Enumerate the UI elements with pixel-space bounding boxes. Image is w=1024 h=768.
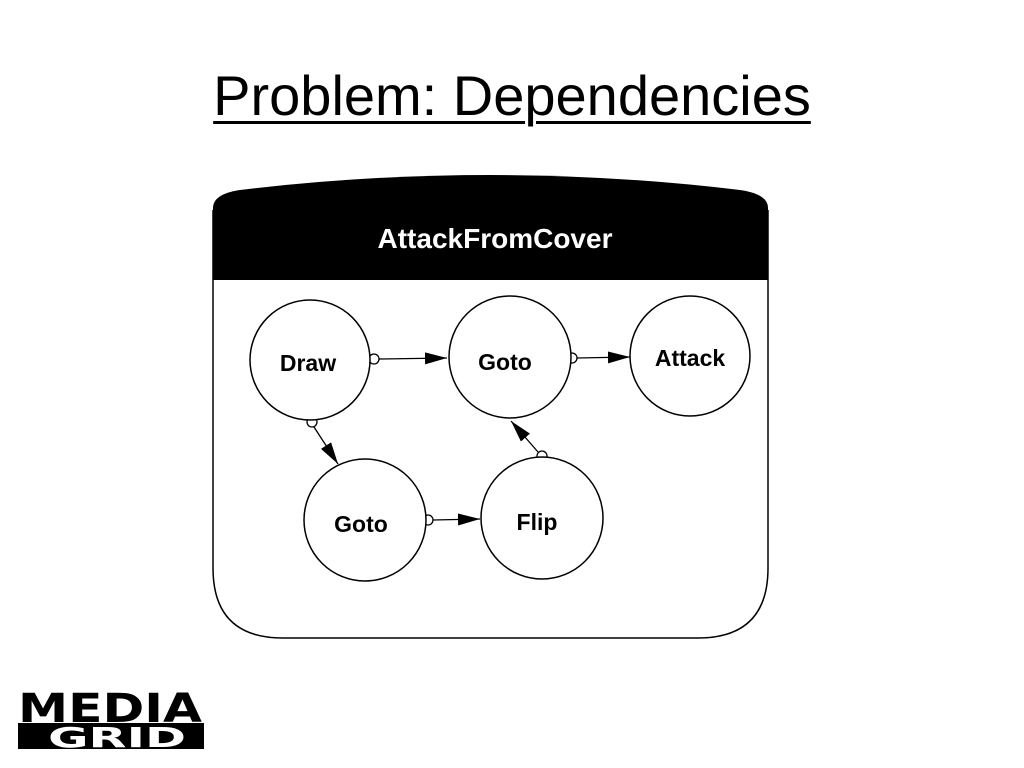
node-attack: Attack [629, 295, 751, 417]
node-goto-lower: Goto [303, 458, 427, 582]
node-flip: Flip [480, 456, 604, 580]
node-goto-upper: Goto [448, 295, 572, 419]
node-goto-upper-label: Goto [478, 349, 532, 375]
node-attack-label: Attack [655, 345, 726, 371]
container-label: AttackFromCover [378, 223, 613, 254]
node-draw: Draw [249, 299, 371, 421]
container-header [213, 175, 768, 280]
slide-title: Problem: Dependencies [0, 62, 1024, 130]
node-flip-label: Flip [517, 509, 558, 535]
logo-bottom-text: GRID [48, 721, 186, 754]
node-goto-lower-label: Goto [334, 511, 388, 537]
slide-title-text: Problem: Dependencies [213, 64, 811, 127]
node-draw-label: Draw [280, 350, 336, 376]
logo-bottom-row: GRID [18, 721, 204, 754]
